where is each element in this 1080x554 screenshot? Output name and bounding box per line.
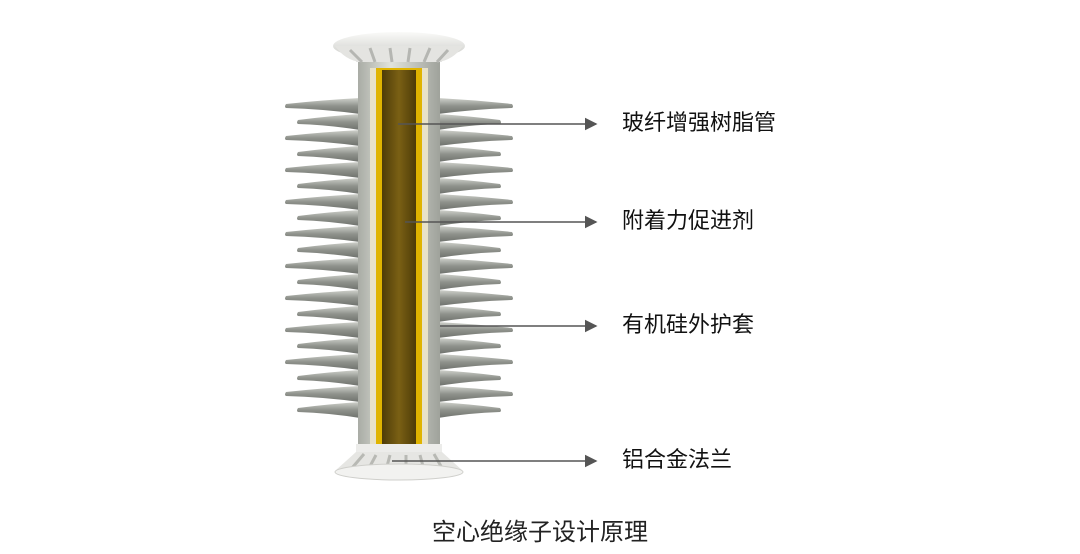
label-resin-tube: 玻纤增强树脂管 [622,111,777,136]
resin-tube-core [382,70,416,444]
shed [438,114,501,130]
silicone-sheds [285,98,513,418]
shed [438,98,513,114]
figure-caption: 空心绝缘子设计原理 [432,518,648,546]
bottom-flange [334,444,464,481]
shed [438,402,501,418]
shed [438,146,501,162]
shed [438,130,513,146]
shed [438,290,513,306]
shed [297,306,360,322]
shed [438,258,513,274]
shed [285,290,360,306]
shed [285,386,360,402]
shed [438,306,501,322]
shed [438,178,501,194]
callout-arrows [392,117,598,468]
label-silicone-housing: 有机硅外护套 [622,313,755,338]
shed [438,370,501,386]
shed [438,242,501,258]
shed [285,98,360,114]
shed [297,338,360,354]
shed [285,130,360,146]
shed [438,210,501,226]
shed [438,194,513,210]
shed [285,322,360,338]
shed [438,162,513,178]
label-aluminum-flange: 铝合金法兰 [622,448,733,473]
shed [297,178,360,194]
shed [438,354,513,370]
shed [297,274,360,290]
shed [438,338,501,354]
shed [438,386,513,402]
shed [297,370,360,386]
label-adhesion-promoter: 附着力促进剂 [622,209,755,234]
shed [297,146,360,162]
shed [285,258,360,274]
shed [438,274,501,290]
shed [285,226,360,242]
shed [285,194,360,210]
top-flange [333,32,465,64]
shed [297,114,360,130]
shed [438,226,513,242]
shed [297,402,360,418]
shed [285,162,360,178]
shed [297,242,360,258]
shed [438,322,513,338]
shed [285,354,360,370]
shed [297,210,360,226]
